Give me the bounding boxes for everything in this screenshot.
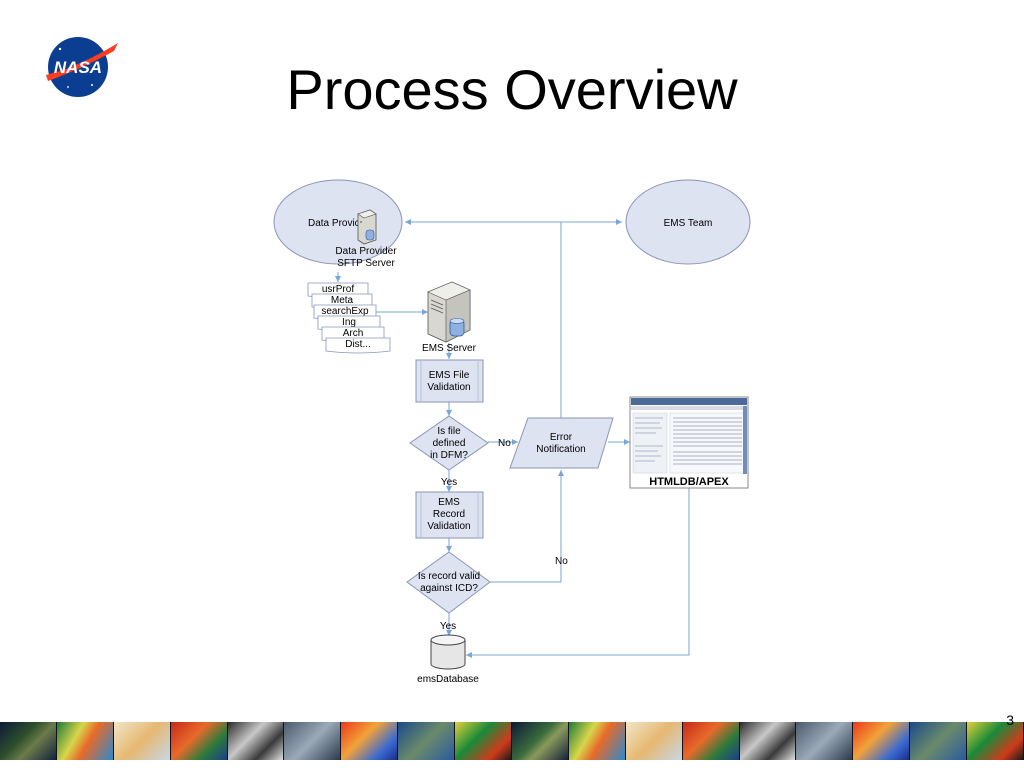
file-label-5: Arch bbox=[343, 328, 364, 339]
imagery-tile bbox=[910, 722, 968, 760]
imagery-tile bbox=[113, 722, 171, 760]
error-notification: Error Notification bbox=[509, 417, 614, 469]
error-line2: Notification bbox=[536, 444, 585, 455]
dfm-decision: Is file defined in DFM? bbox=[409, 415, 489, 471]
imagery-tile bbox=[455, 722, 513, 760]
record-line3: Validation bbox=[427, 521, 470, 532]
imagery-tile bbox=[512, 722, 569, 760]
connectors bbox=[335, 219, 690, 658]
icd-decision: Is record valid against ICD? bbox=[406, 551, 491, 614]
imagery-tile bbox=[796, 722, 854, 760]
imagery-tile bbox=[341, 722, 399, 760]
imagery-tile bbox=[227, 722, 285, 760]
imagery-tile bbox=[682, 722, 740, 760]
imagery-tile bbox=[967, 722, 1024, 760]
imagery-tile bbox=[284, 722, 342, 760]
file-validation-line1: EMS File bbox=[429, 370, 470, 381]
file-doc-6: Dist... bbox=[325, 337, 391, 354]
error-line1: Error bbox=[550, 432, 573, 443]
dfm-line2: defined bbox=[433, 438, 466, 449]
record-validation-box: EMS Record Validation bbox=[415, 491, 484, 539]
icd-line2: against ICD? bbox=[420, 583, 478, 594]
nasa-logo: NASA bbox=[46, 37, 118, 97]
data-provider-ellipse bbox=[273, 179, 403, 265]
imagery-tile bbox=[568, 722, 626, 760]
slide-title: Process Overview bbox=[286, 58, 738, 121]
file-label-3: searchExp bbox=[321, 306, 369, 317]
connector-htmldb-to-db bbox=[466, 488, 690, 658]
file-validation-line2: Validation bbox=[427, 382, 470, 393]
dfm-yes-label: Yes bbox=[441, 477, 457, 488]
file-label-6: Dist... bbox=[345, 339, 371, 350]
database-icon bbox=[430, 634, 466, 670]
icd-no-label: No bbox=[555, 556, 568, 567]
connector-icd-no bbox=[490, 470, 564, 583]
icd-line1: Is record valid bbox=[418, 571, 480, 582]
sftp-label-line1: Data Provider bbox=[335, 246, 397, 257]
dfm-line1: Is file bbox=[437, 426, 461, 437]
imagery-tile bbox=[739, 722, 797, 760]
imagery-tile bbox=[0, 722, 57, 760]
dfm-line3: in DFM? bbox=[430, 450, 468, 461]
htmldb-label: HTMLDB/APEX bbox=[649, 476, 729, 488]
data-provider-label: Data Provic bbox=[308, 218, 360, 229]
logo-text: NASA bbox=[54, 58, 102, 77]
imagery-filmstrip bbox=[0, 722, 1024, 760]
record-line2: Record bbox=[433, 509, 465, 520]
file-stack: usrProf Meta searchExp Ing Arch Dist... bbox=[307, 282, 391, 354]
dfm-no-label: No bbox=[498, 438, 511, 449]
imagery-tile bbox=[853, 722, 911, 760]
file-validation-box: EMS File Validation bbox=[415, 359, 484, 403]
file-label-2: Meta bbox=[331, 295, 354, 306]
sftp-server-icon bbox=[357, 209, 377, 245]
imagery-tile bbox=[170, 722, 228, 760]
ems-team-ellipse bbox=[625, 179, 751, 265]
sftp-label-line2: SFTP Server bbox=[337, 258, 395, 269]
file-label-4: Ing bbox=[342, 317, 356, 328]
imagery-tile bbox=[398, 722, 456, 760]
file-label-1: usrProf bbox=[322, 284, 354, 295]
ems-server-label: EMS Server bbox=[422, 343, 477, 354]
imagery-tile bbox=[56, 722, 114, 760]
ems-team-label: EMS Team bbox=[664, 218, 713, 229]
database-label: emsDatabase bbox=[417, 674, 479, 685]
record-line1: EMS bbox=[438, 497, 460, 508]
htmldb-screenshot: HTMLDB/APEX bbox=[629, 396, 749, 489]
page-number: 3 bbox=[1006, 712, 1014, 728]
imagery-tile bbox=[625, 722, 683, 760]
icd-yes-label: Yes bbox=[440, 621, 456, 632]
ems-server-icon bbox=[427, 281, 471, 343]
